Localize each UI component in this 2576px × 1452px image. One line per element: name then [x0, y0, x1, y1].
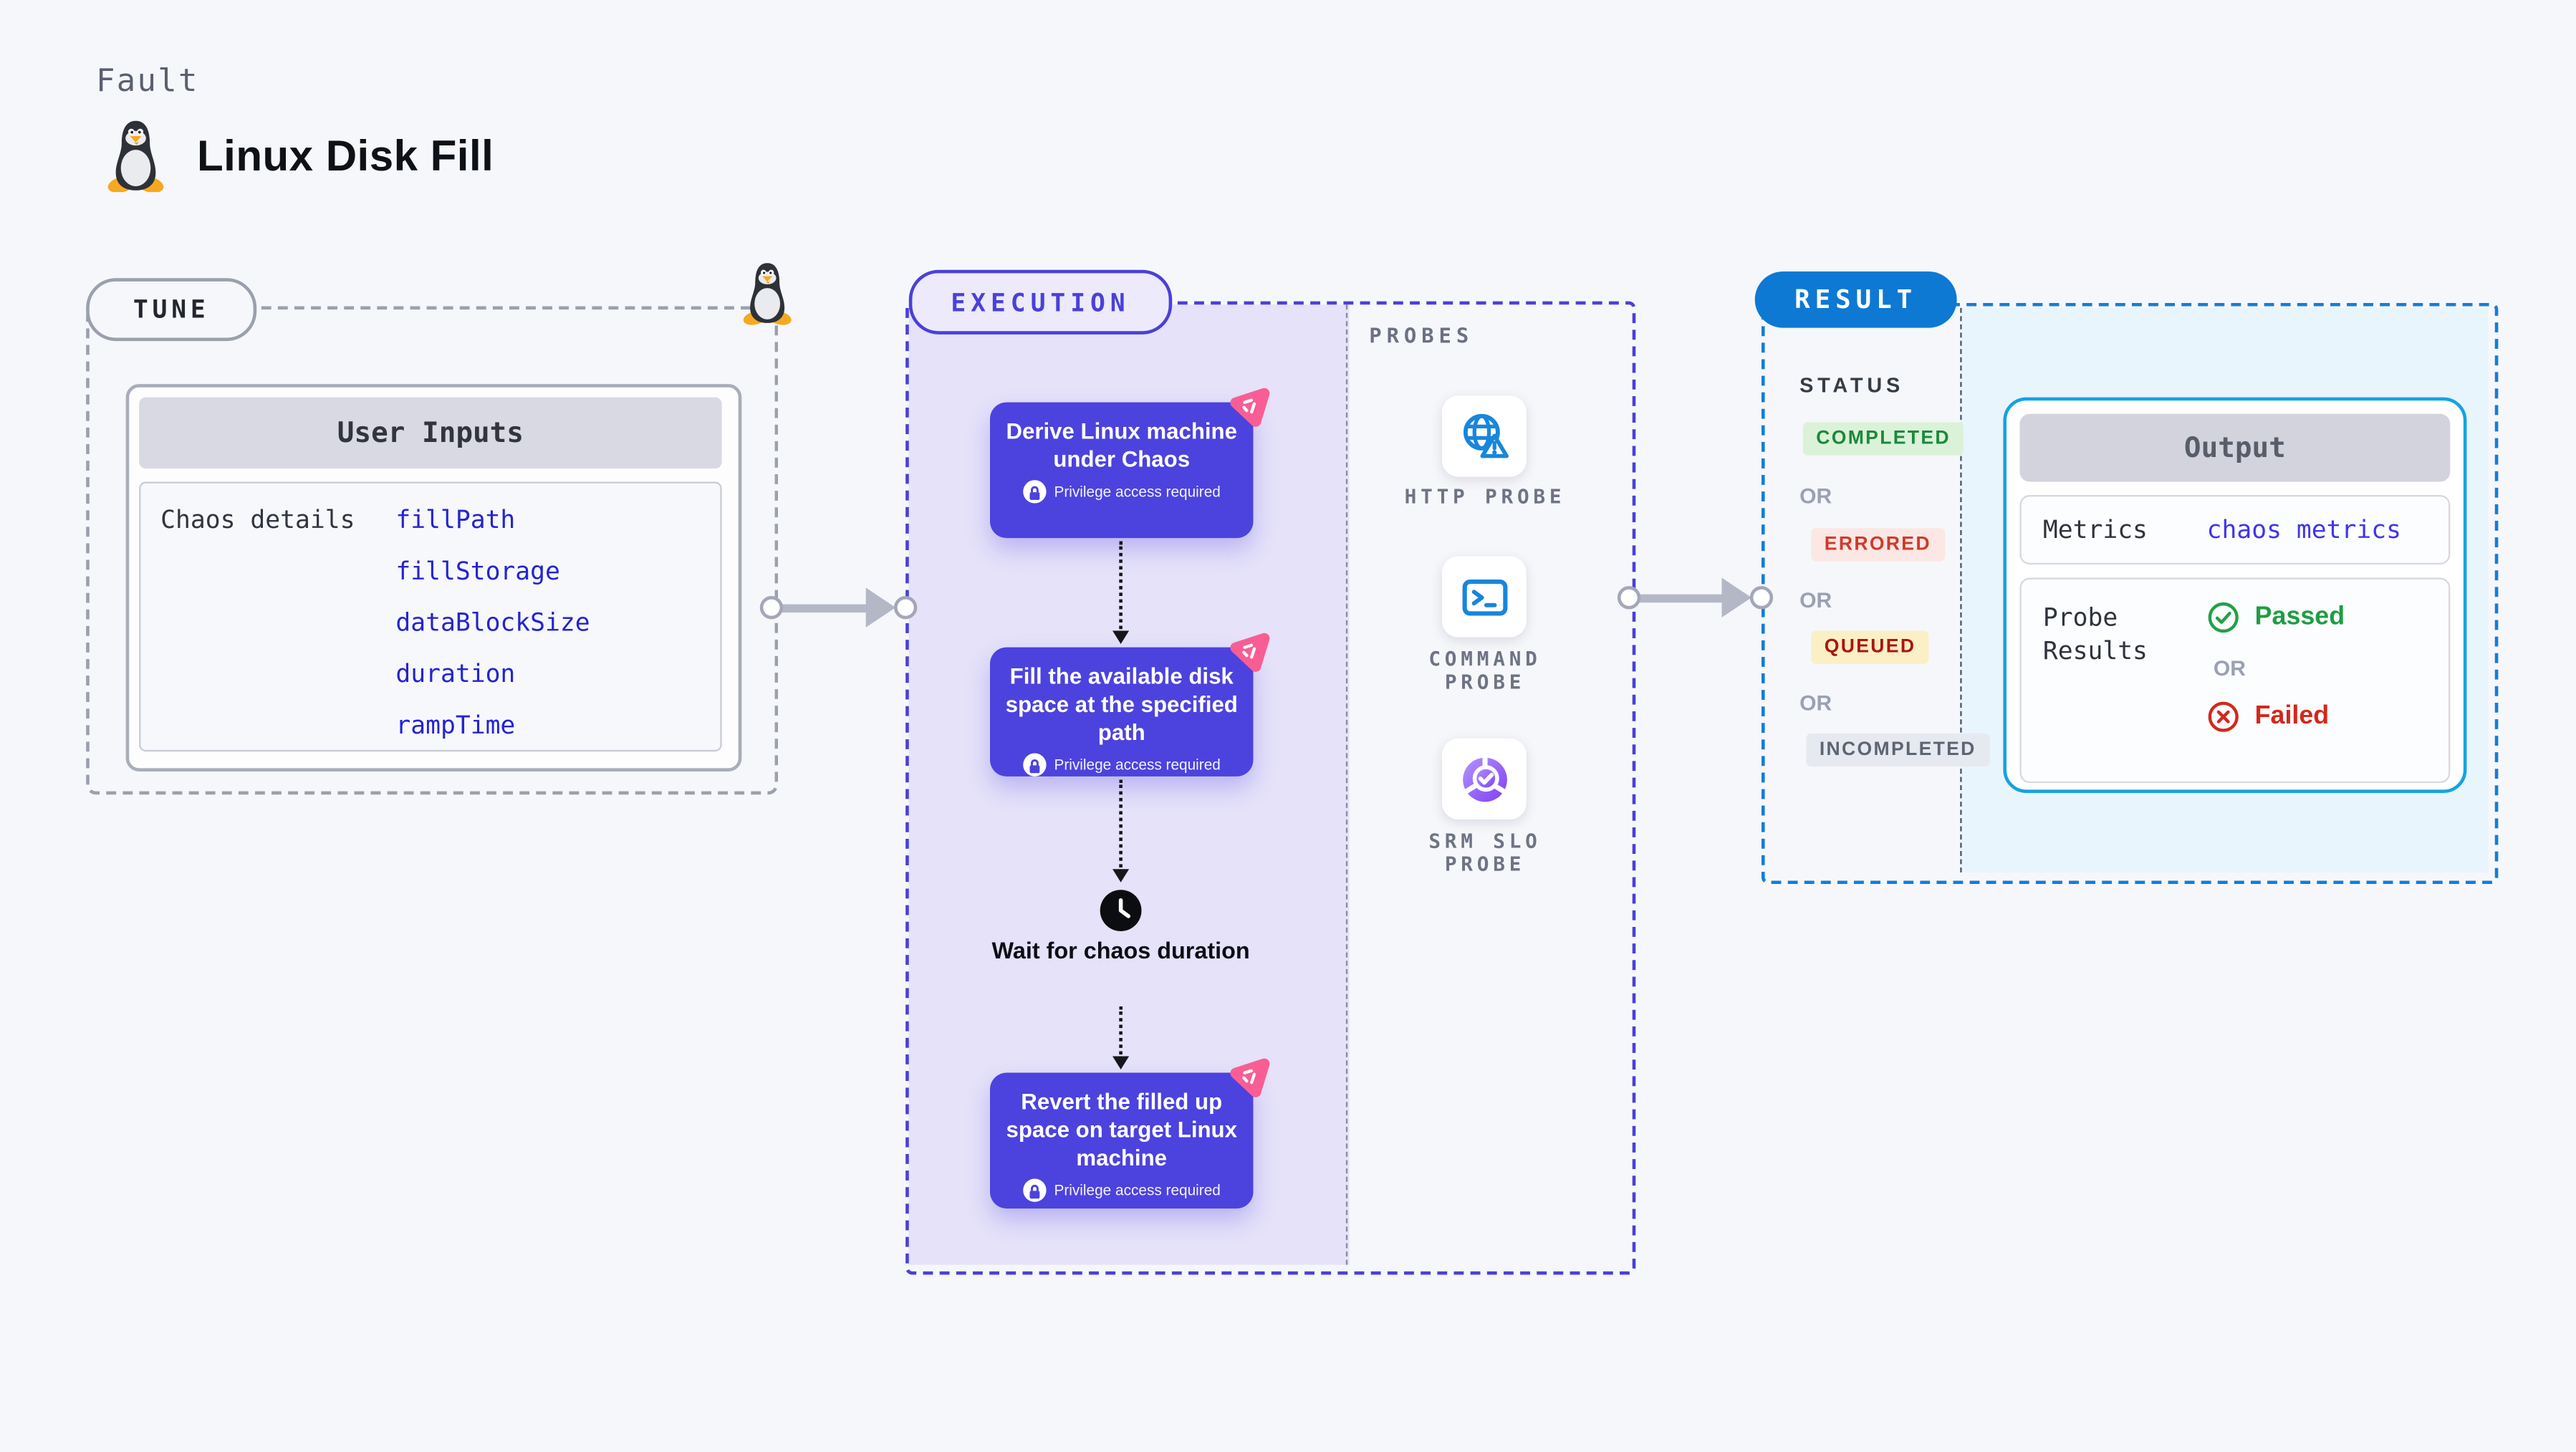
- check-circle-icon: [2207, 601, 2240, 634]
- input-duration: duration: [395, 658, 516, 689]
- flow-arrow-wait-to-step3: [1112, 1006, 1130, 1069]
- tune-section-box: [86, 306, 779, 795]
- command-probe-card: [1441, 556, 1527, 638]
- step-title: Derive Linux machine under Chaos: [1006, 418, 1238, 472]
- command-probe-label: COMMAND PROBE: [1428, 647, 1542, 694]
- probes-lane-title: PROBES: [1369, 322, 1474, 348]
- user-inputs-table: Chaos details fillPath fillStorage dataB…: [139, 481, 722, 752]
- x-circle-icon: [2207, 701, 2240, 734]
- status-badge-errored: ERRORED: [1811, 528, 1945, 562]
- http-probe-label: HTTP PROBE: [1404, 485, 1566, 509]
- input-ramptime: rampTime: [395, 710, 516, 741]
- page-title: Linux Disk Fill: [197, 130, 494, 180]
- chaos-metrics-link[interactable]: chaos metrics: [2206, 514, 2401, 545]
- status-badge-queued: QUEUED: [1811, 630, 1929, 664]
- step-title: Revert the filled up space on target Lin…: [1006, 1089, 1237, 1170]
- http-probe-card: [1441, 395, 1527, 477]
- or-separator: OR: [1799, 690, 1832, 716]
- chaos-logo-icon: [1226, 1056, 1271, 1100]
- slo-donut-icon: [1458, 752, 1511, 805]
- probe-results-values: Passed OR Failed: [2207, 601, 2345, 782]
- failed-label: Failed: [2254, 701, 2330, 731]
- status-output-divider: [1960, 307, 1962, 872]
- or-separator: OR: [1799, 587, 1832, 613]
- privilege-note-row: Privilege access required: [1003, 753, 1239, 777]
- srm-slo-probe-card: [1441, 738, 1527, 819]
- lock-icon: [1022, 1178, 1046, 1202]
- output-title: Output: [2019, 413, 2451, 482]
- privilege-note: Privilege access required: [1054, 756, 1221, 774]
- clock-icon: [1100, 889, 1143, 932]
- input-datablocksize: dataBlockSize: [395, 607, 590, 638]
- srm-slo-probe-label: SRM SLO PROBE: [1428, 829, 1542, 876]
- probe-results-label: Probe Results: [2042, 602, 2148, 666]
- tune-pill: TUNE: [86, 278, 257, 342]
- flow-arrow-step1-to-step2: [1112, 541, 1130, 644]
- step-card-fill-disk: Fill the available disk space at the spe…: [990, 648, 1253, 777]
- passed-label: Passed: [2254, 602, 2345, 631]
- step-card-derive-machine: Derive Linux machine under Chaos Privile…: [990, 403, 1253, 539]
- status-badge-incompleted: INCOMPLETED: [1806, 733, 1990, 767]
- or-separator: OR: [2213, 655, 2246, 681]
- execution-section-box: [905, 301, 1636, 1275]
- privilege-note: Privilege access required: [1054, 1182, 1221, 1199]
- probes-lane-divider: [1345, 304, 1348, 1265]
- input-fillpath: fillPath: [395, 504, 516, 535]
- metrics-label: Metrics: [2042, 514, 2148, 545]
- chaos-details-label: Chaos details: [160, 504, 355, 535]
- step-title: Fill the available disk space at the spe…: [1005, 663, 1238, 745]
- input-fillstorage: fillStorage: [395, 556, 560, 587]
- passed-row: Passed: [2207, 601, 2345, 634]
- execution-pill: EXECUTION: [908, 269, 1173, 335]
- privilege-note-row: Privilege access required: [1003, 1178, 1239, 1202]
- failed-row: Failed: [2207, 701, 2345, 734]
- output-card: Output Metrics chaos metrics Probe Resul…: [2003, 397, 2467, 793]
- tux-penguin-icon: [106, 119, 165, 193]
- result-pill: RESULT: [1754, 271, 1957, 328]
- lock-icon: [1022, 753, 1046, 777]
- step-card-revert-space: Revert the filled up space on target Lin…: [990, 1073, 1253, 1209]
- chaos-logo-icon: [1226, 385, 1271, 430]
- status-badge-completed: COMPLETED: [1802, 422, 1964, 456]
- terminal-icon: [1458, 570, 1511, 623]
- globe-alert-icon: [1458, 410, 1511, 463]
- user-inputs-title: User Inputs: [139, 397, 722, 469]
- privilege-note: Privilege access required: [1054, 483, 1221, 500]
- tux-penguin-icon-small: [741, 260, 793, 335]
- status-title: STATUS: [1799, 374, 1905, 398]
- wait-step-label: Wait for chaos duration: [991, 937, 1250, 964]
- chaos-details-values: fillPath fillStorage dataBlockSize durat…: [395, 505, 590, 750]
- chaos-logo-icon: [1226, 631, 1271, 675]
- metrics-row: Metrics chaos metrics: [2019, 495, 2451, 565]
- privilege-note-row: Privilege access required: [1003, 480, 1239, 504]
- lock-icon: [1022, 480, 1046, 504]
- or-separator: OR: [1799, 483, 1832, 509]
- fault-kicker: Fault: [96, 62, 199, 100]
- page-header: Linux Disk Fill: [106, 119, 494, 193]
- probe-results-row: Probe Results Passed OR: [2019, 577, 2451, 784]
- flow-arrow-step2-to-wait: [1112, 779, 1130, 883]
